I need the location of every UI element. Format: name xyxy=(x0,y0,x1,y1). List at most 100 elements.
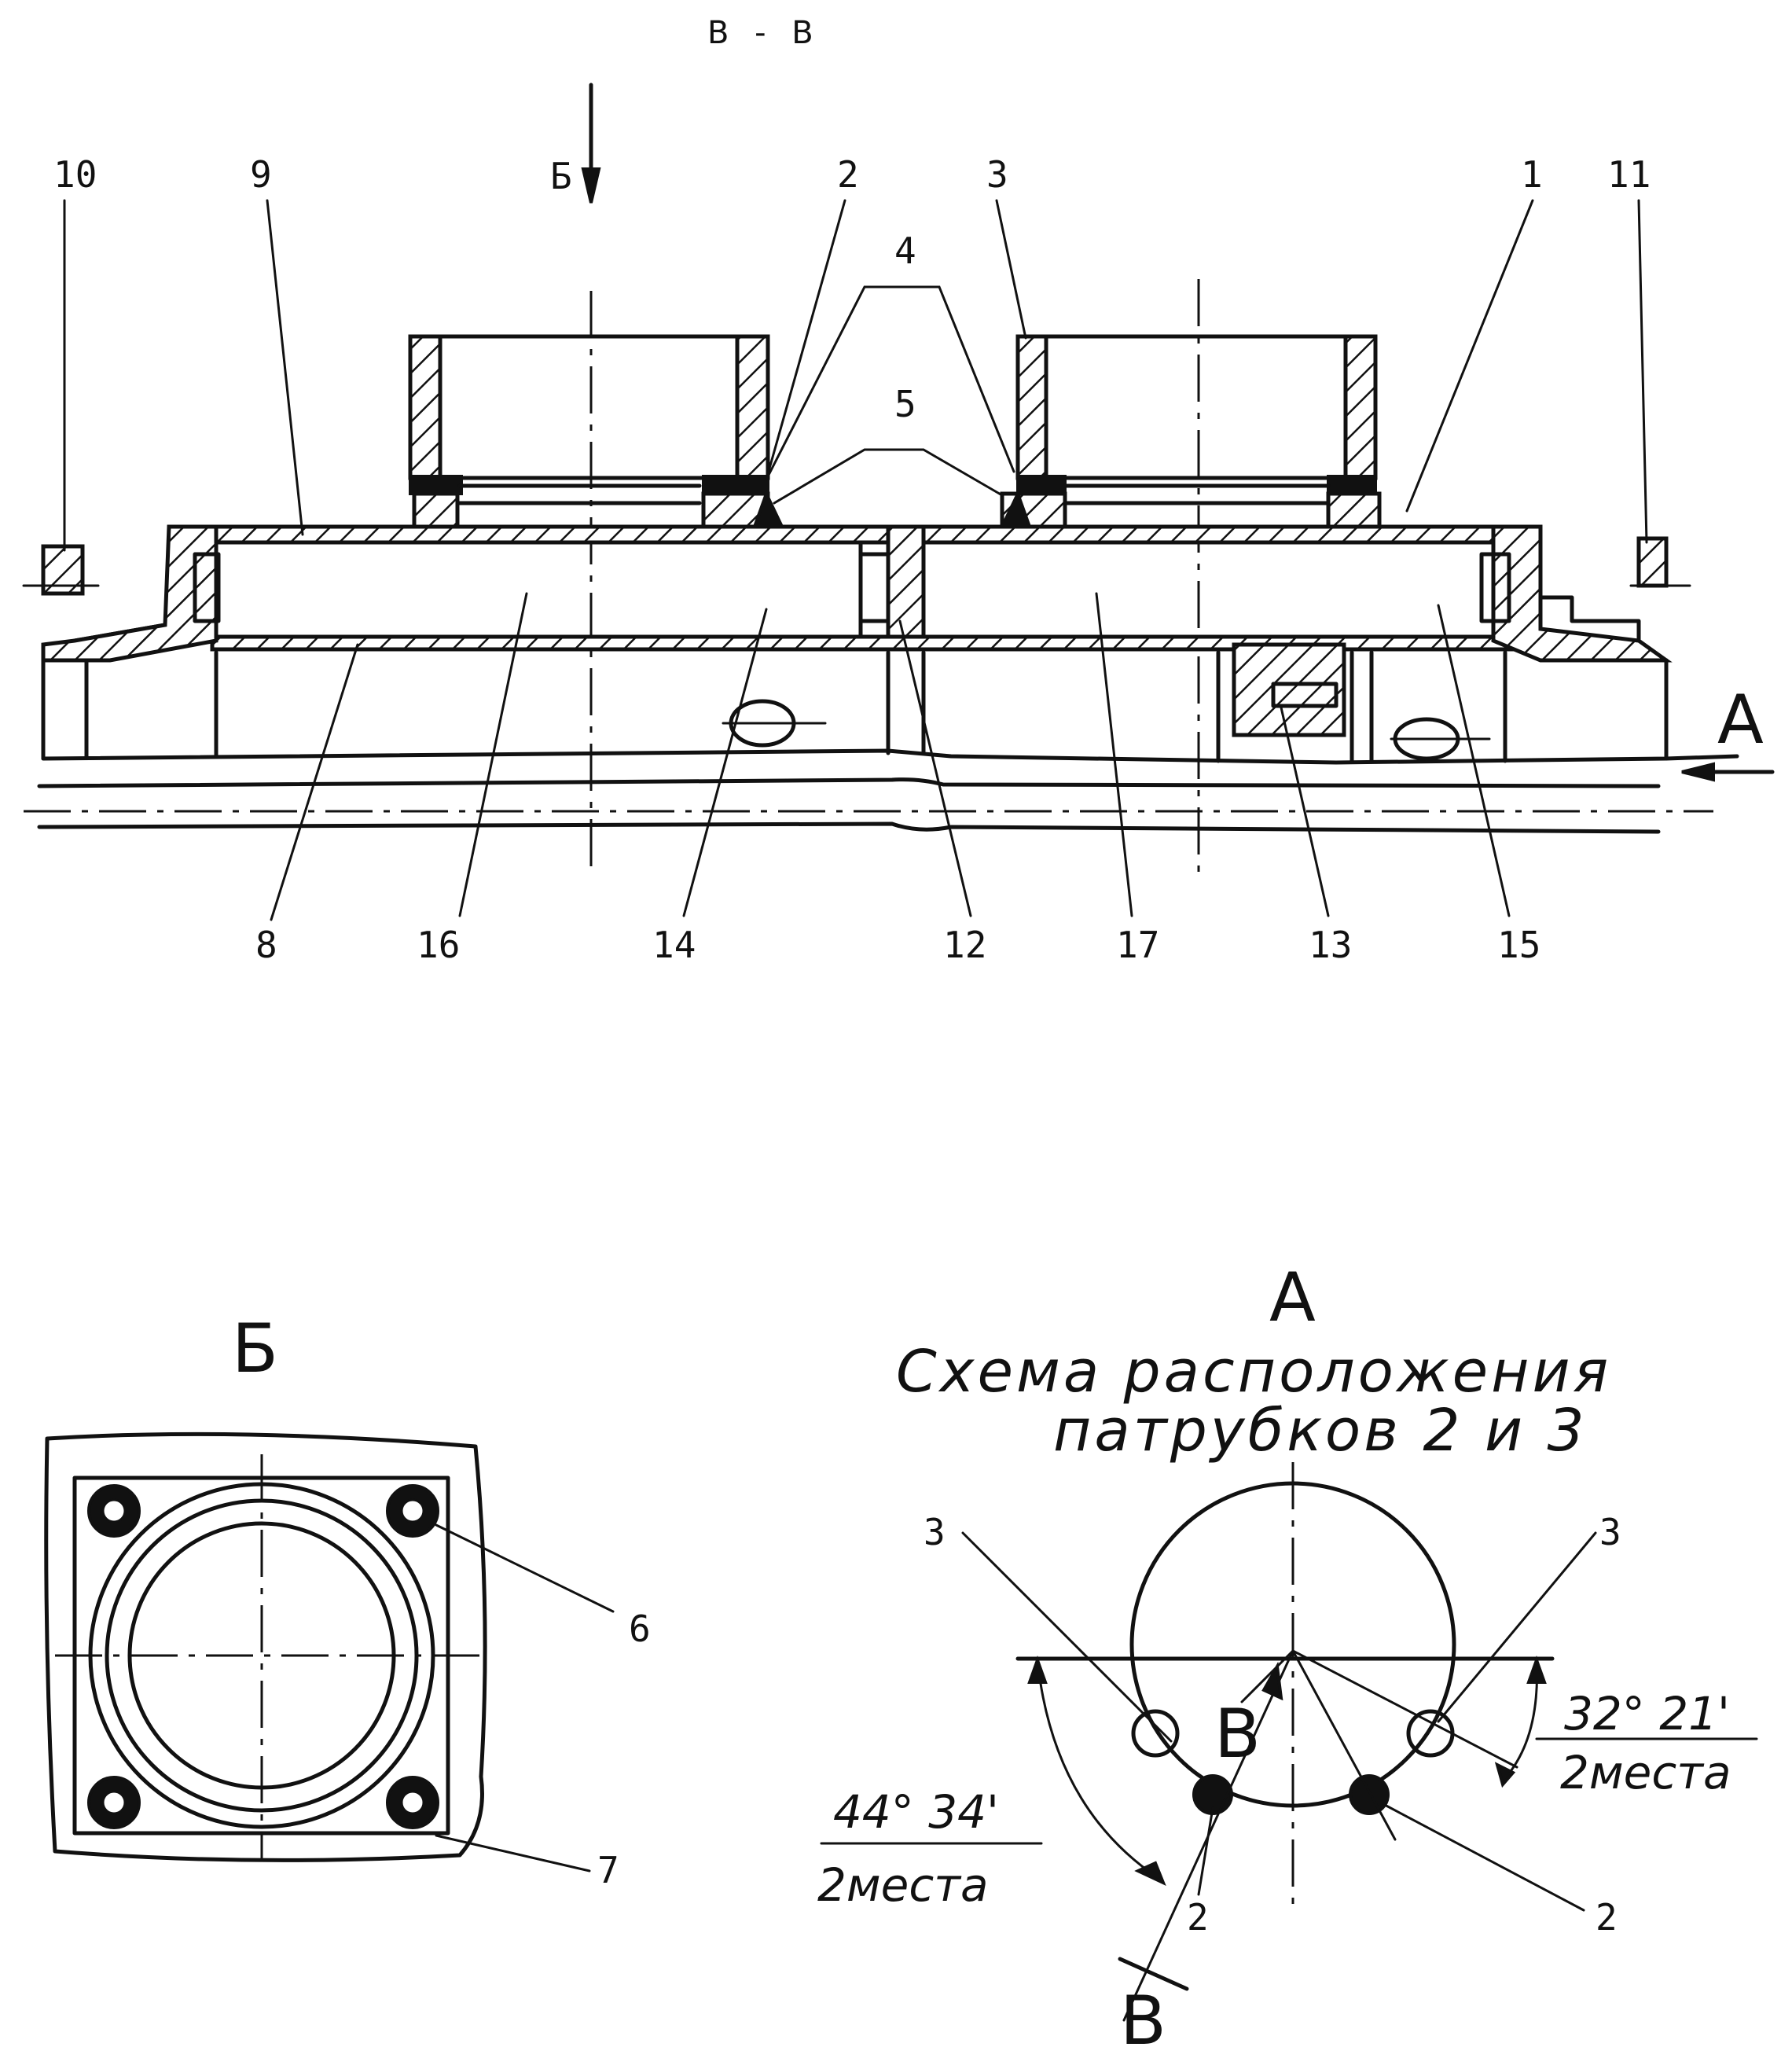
view-b-callout-6: 6 xyxy=(629,1608,651,1650)
nozzle-3-wall-right xyxy=(1343,334,1378,480)
callout-17: 17 xyxy=(1116,924,1159,966)
angle-arc-left xyxy=(1036,1659,1161,1880)
angle-arc-right-arrow-top xyxy=(1526,1656,1547,1684)
nozzle-2-wall-left xyxy=(408,334,442,480)
callout-11: 11 xyxy=(1607,153,1651,196)
view-b-arrow-label: Б xyxy=(550,155,572,197)
view-b-title: Б xyxy=(232,1310,278,1388)
view-a-section-mark-bottom: В xyxy=(1120,1982,1166,2047)
view-a-nozzle-2-right xyxy=(1349,1774,1390,1815)
angle-arc-right-arrow-bottom xyxy=(1494,1762,1516,1788)
shaft-bottom xyxy=(37,821,1661,834)
view-b-bolt-br-core xyxy=(400,1790,425,1815)
housing-top-wall xyxy=(210,524,1543,545)
view-b-leader-7 xyxy=(435,1834,591,1872)
view-a-nozzle-3-left xyxy=(1131,1709,1180,1758)
callout-4: 4 xyxy=(894,230,916,272)
view-a-leader-3-right xyxy=(1437,1531,1597,1723)
view-a-caption-line1: Схема расположения xyxy=(896,1338,1611,1406)
view-b-leader-6 xyxy=(435,1523,615,1613)
leader-17 xyxy=(1095,592,1133,917)
leader-12 xyxy=(898,619,972,917)
view-a-angle-right-note: 2места xyxy=(1560,1746,1731,1799)
partition-12 xyxy=(886,524,926,639)
view-b-arrowhead xyxy=(581,167,601,204)
view-a-arrow-label: А xyxy=(1717,681,1764,759)
base-plate xyxy=(41,658,1669,765)
angle-arc-left-arrow-bottom xyxy=(1134,1861,1166,1886)
nozzle-2-body xyxy=(408,334,770,480)
section-title: В - В xyxy=(707,15,821,51)
radial-to-nozzle-3-right xyxy=(1291,1649,1518,1769)
block-13-slot xyxy=(1271,682,1338,708)
view-a-arrowhead xyxy=(1681,762,1715,782)
callout-15: 15 xyxy=(1497,924,1540,966)
leader-14 xyxy=(682,608,768,917)
block-13 xyxy=(1232,642,1346,737)
angle-arc-left-arrow-top xyxy=(1027,1656,1048,1684)
view-a-angle-left-note: 2места xyxy=(817,1858,989,1912)
weld-nozzle-3-left xyxy=(1016,475,1067,495)
view-a-label-3-left: 3 xyxy=(924,1511,946,1553)
nozzle-3-wall-left xyxy=(1015,334,1048,480)
weld-nozzle-2-right xyxy=(702,475,769,495)
view-b-bolt-tr-core xyxy=(400,1498,425,1523)
view-a-title: А xyxy=(1269,1259,1316,1337)
leader-8 xyxy=(270,643,359,921)
callout-1: 1 xyxy=(1521,153,1543,196)
leader-9 xyxy=(266,199,304,536)
view-a-nozzle-3-right xyxy=(1406,1709,1455,1758)
radial-to-nozzle-2-right xyxy=(1291,1649,1397,1841)
nozzle-2-wall-right xyxy=(735,334,770,480)
chamber-16-insert xyxy=(193,552,221,623)
leader-13 xyxy=(1280,706,1330,917)
view-b-outer-contour xyxy=(44,1431,487,1862)
view-a: А Схема расположения патрубков 2 и 3 3 3… xyxy=(817,1259,1758,2047)
view-a-section-mark-top: В xyxy=(1214,1695,1261,1773)
chamber-17-insert xyxy=(1479,552,1511,623)
housing-right-end xyxy=(1491,524,1673,663)
callout-2: 2 xyxy=(837,153,859,196)
view-b-callout-7: 7 xyxy=(597,1849,619,1891)
leader-2 xyxy=(765,199,846,481)
section-mark-top-arrow xyxy=(1261,1661,1283,1701)
section-mark-bottom-bar xyxy=(1118,1957,1189,1991)
callout-16: 16 xyxy=(417,924,460,966)
radial-to-nozzle-3-left xyxy=(1240,1649,1294,1703)
weld-nozzle-2-left xyxy=(409,475,463,495)
callout-14: 14 xyxy=(652,924,696,966)
leader-1 xyxy=(1405,199,1534,513)
view-a-leader-2-right xyxy=(1382,1803,1585,1912)
leader-11 xyxy=(1637,199,1648,544)
view-a-angle-left: 44° 34' xyxy=(833,1785,999,1839)
weld-nozzle-3-right xyxy=(1327,475,1377,495)
callout-5: 5 xyxy=(894,383,916,425)
leader-3 xyxy=(995,199,1027,340)
section-view: В - В Б xyxy=(22,15,1775,966)
leader-5 xyxy=(773,448,1004,505)
view-a-caption-line2: патрубков 2 и 3 xyxy=(1053,1397,1588,1465)
callout-3: 3 xyxy=(986,153,1008,196)
callout-9: 9 xyxy=(250,153,272,196)
view-a-leader-3-left xyxy=(961,1531,1173,1743)
callout-13: 13 xyxy=(1309,924,1352,966)
view-b-bolt-tl-core xyxy=(101,1498,127,1523)
chamber-16 xyxy=(214,540,863,639)
view-b-bolt-bl-core xyxy=(101,1790,127,1815)
callout-10: 10 xyxy=(53,153,97,196)
callout-12: 12 xyxy=(943,924,986,966)
chamber-17 xyxy=(921,540,1496,639)
leader-15 xyxy=(1437,604,1511,917)
leader-16 xyxy=(458,592,528,917)
chamber-14-insert xyxy=(858,552,890,623)
view-a-angle-right: 32° 21' xyxy=(1564,1687,1730,1740)
callout-8: 8 xyxy=(255,924,277,966)
leader-4 xyxy=(765,285,1015,481)
view-a-label-3-right: 3 xyxy=(1599,1511,1621,1553)
housing-right-lug xyxy=(1636,536,1669,588)
view-b: Б 6 7 xyxy=(44,1310,651,1891)
nozzle-3-body xyxy=(1015,334,1378,480)
view-a-leader-2-left xyxy=(1197,1806,1214,1896)
view-a-label-2-left: 2 xyxy=(1187,1896,1209,1939)
